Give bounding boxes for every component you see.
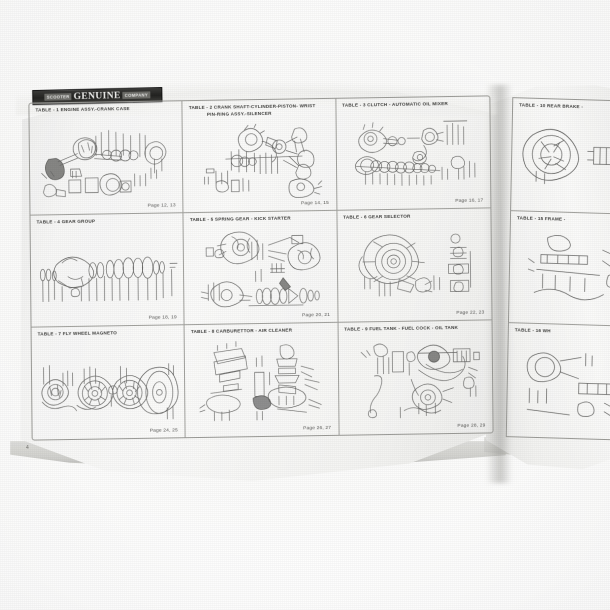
cell-page-ref: Page 18, 19 (148, 315, 177, 321)
catalogue-cell-table-7[interactable]: TABLE - 7 FLY WHEEL MAGNETO (31, 325, 186, 440)
cell-table-no: TABLE - 16 (514, 327, 542, 334)
cell-title: TABLE - 4 GEAR GROUP (37, 217, 179, 226)
catalogue-cell-table-10[interactable]: TABLE - 10 REAR BRAKE - (511, 98, 610, 215)
diagram-fuel-tank (342, 335, 488, 422)
catalogue-cell-table-8[interactable]: TABLE - 8 CARBURETTOR - AIR CLEANER (184, 322, 340, 438)
cell-table-title: SPRING GEAR - KICK STARTER (214, 215, 291, 222)
catalogue-cell-table-16[interactable]: TABLE - 16 WH (507, 323, 610, 439)
cell-table-no: TABLE - 4 (36, 219, 61, 225)
cell-table-title: ENGINE ASSY.-CRANK CASE (60, 106, 130, 113)
cell-table-title: REAR BRAKE - (546, 103, 584, 110)
catalogue-cell-table-2[interactable]: TABLE - 2 CRANK SHAFT-CYLINDER-PISTON- W… (182, 98, 338, 214)
cell-table-no: TABLE - 3 (342, 102, 366, 108)
diagram-wheel-tools (511, 339, 610, 428)
catalogue-cell-table-5[interactable]: TABLE - 5 SPRING GEAR - KICK STARTER (183, 210, 339, 326)
diagram-engine-crankcase (34, 116, 179, 202)
table-index-grid-right: TABLE - 10 REAR BRAKE - (505, 97, 610, 441)
cell-table-title: CRANK SHAFT-CYLINDER-PISTON- WRIST (213, 103, 316, 110)
cell-title: TABLE - 6 GEAR SELECTOR (343, 212, 486, 221)
cell-table-no: TABLE - 6 (343, 214, 367, 220)
left-page-content: SCOOTER GENUINE COMPANY TABLE - 1 ENGINE… (28, 87, 494, 441)
cell-table-no: TABLE - 10 (519, 102, 546, 109)
catalogue-cell-table-3[interactable]: TABLE - 3 CLUTCH - AUTOMATIC OIL MIXER (336, 96, 491, 211)
cell-title: TABLE - 15 FRAME - (517, 215, 610, 225)
cell-title: TABLE - 1 ENGINE ASSY.-CRANK CASE (35, 105, 177, 114)
masthead-right-word: COMPANY (122, 91, 150, 99)
right-page-content: TABLE - 10 REAR BRAKE - (505, 97, 610, 441)
cell-page-ref: Page 14, 15 (300, 200, 330, 207)
book-spine-shadow (486, 85, 512, 483)
cell-title: TABLE - 8 CARBURETTOR - AIR CLEANER (191, 327, 333, 336)
open-booklet: SCOOTER GENUINE COMPANY TABLE - 1 ENGINE… (0, 55, 610, 475)
cell-table-title-2: PIN-RING ASSY.-SILENCER (206, 110, 272, 117)
masthead-main-word: GENUINE (73, 90, 121, 102)
cell-table-title: FUEL TANK - FUEL COCK - OIL TANK (369, 324, 459, 332)
diagram-flywheel-magneto (36, 347, 181, 427)
diagram-rear-brake (515, 113, 610, 201)
diagram-frame (513, 226, 610, 314)
cell-title: TABLE - 10 REAR BRAKE - (519, 102, 610, 112)
catalogue-cell-table-15[interactable]: TABLE - 15 FRAME - (508, 210, 610, 328)
catalogue-cell-table-6[interactable]: TABLE - 6 GEAR SELECTOR (337, 208, 492, 323)
cell-table-no: TABLE - 15 (516, 214, 544, 221)
cell-table-title: GEAR SELECTOR (368, 213, 411, 220)
cell-table-no: TABLE - 8 (190, 328, 215, 335)
cell-table-title: FRAME - (544, 215, 566, 222)
diagram-carburettor-aircleaner (189, 338, 334, 425)
cell-table-title: WH (542, 328, 551, 334)
cell-page-ref: Page 22, 23 (456, 310, 485, 316)
cell-page-ref: Page 16, 17 (455, 198, 484, 204)
cell-table-no: TABLE - 5 (189, 216, 214, 223)
cell-table-no: TABLE - 9 (344, 326, 368, 332)
cell-page-ref: Page 26, 27 (303, 425, 332, 432)
cell-page-ref: Page 28, 29 (457, 423, 486, 429)
cell-page-ref: Page 20, 21 (302, 312, 331, 319)
cell-table-no: TABLE - 7 (37, 331, 62, 337)
cell-table-no: TABLE - 2 (188, 104, 213, 111)
cell-title: TABLE - 5 SPRING GEAR - KICK STARTER (190, 215, 332, 224)
folio-page-number: 4 (25, 444, 29, 452)
cell-title: TABLE - 9 FUEL TANK - FUEL COCK - OIL TA… (344, 324, 487, 333)
catalogue-cell-table-1[interactable]: TABLE - 1 ENGINE ASSY.-CRANK CASE (29, 101, 184, 216)
diagram-clutch-oilmixer (340, 111, 486, 197)
cell-title: TABLE - 2 CRANK SHAFT-CYLINDER-PISTON- W… (189, 103, 331, 119)
cell-table-title: CLUTCH - AUTOMATIC OIL MIXER (367, 101, 448, 108)
catalogue-cell-table-4[interactable]: TABLE - 4 GEAR GROUP (30, 213, 185, 328)
cell-table-title: FLY WHEEL MAGNETO (62, 330, 118, 337)
cell-page-ref: Page 12, 13 (147, 203, 176, 209)
cell-page-ref: Page 24, 25 (149, 428, 178, 434)
cell-title: TABLE - 16 WH (515, 328, 610, 338)
diagram-spring-gear-kick (188, 226, 333, 312)
cell-table-no: TABLE - 1 (35, 107, 60, 113)
diagram-gear-group (35, 239, 180, 314)
cell-title: TABLE - 3 CLUTCH - AUTOMATIC OIL MIXER (342, 100, 485, 109)
masthead-left-word: SCOOTER (44, 93, 72, 101)
cell-table-title: CARBURETTOR - AIR CLEANER (216, 327, 293, 334)
diagram-gear-selector (341, 223, 487, 309)
cell-table-title: GEAR GROUP (61, 218, 96, 225)
diagram-crankshaft-piston (187, 121, 332, 200)
table-index-grid: TABLE - 1 ENGINE ASSY.-CRANK CASE (28, 95, 494, 441)
cell-title: TABLE - 7 FLY WHEEL MAGNETO (38, 329, 180, 338)
catalogue-cell-table-9[interactable]: TABLE - 9 FUEL TANK - FUEL COCK - OIL TA… (338, 320, 492, 434)
